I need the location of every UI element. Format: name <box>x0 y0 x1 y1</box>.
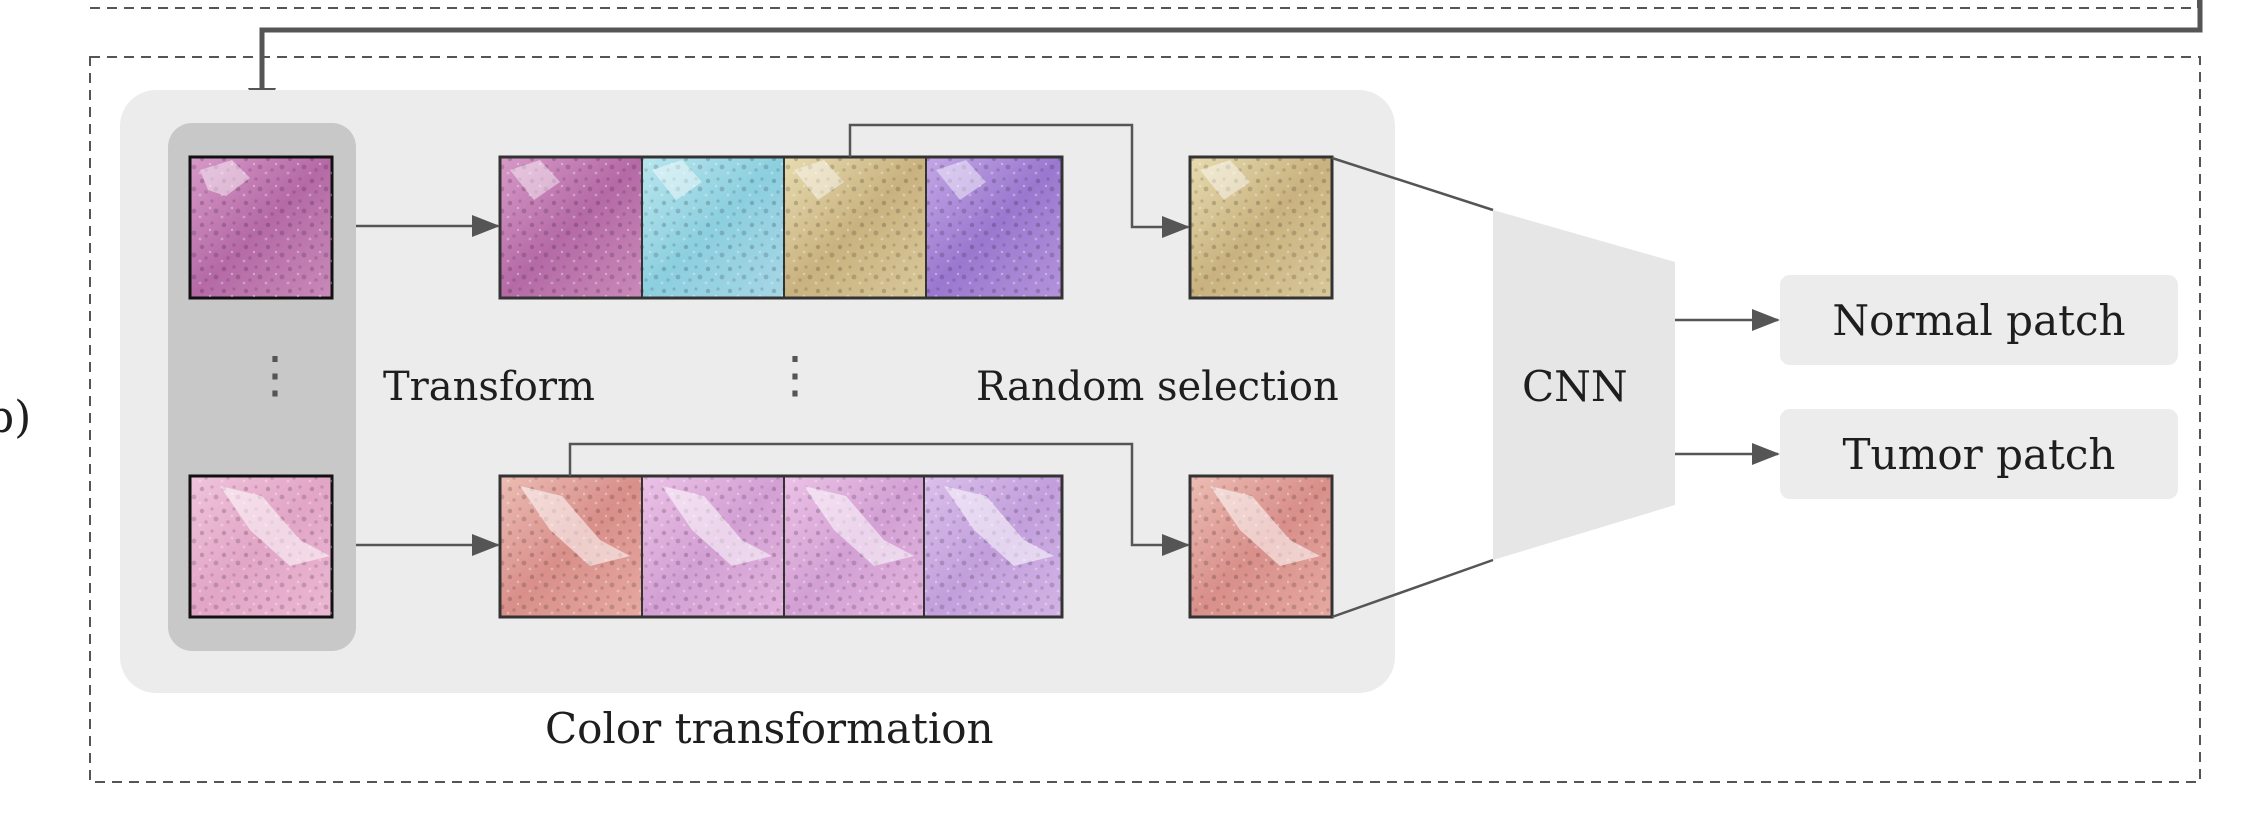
normal-patch-label: Normal patch <box>1832 295 2126 345</box>
transformed-patches-top <box>498 155 1064 300</box>
tumor-patch-label: Tumor patch <box>1842 429 2116 479</box>
color-transformation-title: Color transformation <box>545 704 994 753</box>
panel-label: b) <box>0 392 32 443</box>
ellipsis-variants: ⋮ <box>770 346 820 404</box>
panel-b-border <box>89 56 2201 783</box>
cnn-label: CNN <box>1522 362 1628 411</box>
input-patch-bottom <box>188 474 334 619</box>
ellipsis-stack: ⋮ <box>250 346 300 404</box>
color-transformation-panel <box>120 90 1395 693</box>
input-patch-top <box>188 155 334 300</box>
selected-patch-bottom <box>1188 474 1334 619</box>
cnn-block <box>1493 210 1675 560</box>
cnn-connector-top <box>1331 156 1494 212</box>
transform-label: Transform <box>383 364 595 410</box>
random-selection-label: Random selection <box>976 364 1339 410</box>
cnn-connector-bottom <box>1331 558 1494 619</box>
previous-panel-border <box>90 0 2199 9</box>
selection-arrow-top <box>848 123 1190 238</box>
selection-arrow-bottom <box>568 442 1190 556</box>
output-box-normal <box>1780 275 2178 365</box>
transformed-patches-bottom <box>498 474 1064 619</box>
output-box-tumor <box>1780 409 2178 499</box>
selected-patch-top <box>1188 155 1334 300</box>
feedback-arrow <box>248 0 2203 120</box>
